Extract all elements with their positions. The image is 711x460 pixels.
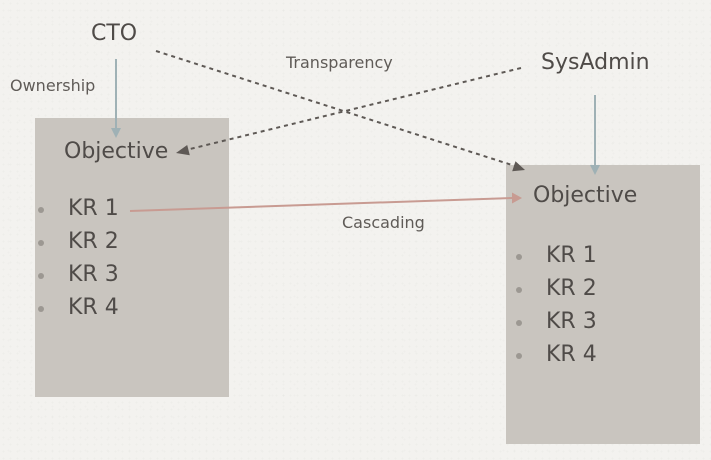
left-kr-label: KR 2	[68, 229, 119, 254]
bullet-icon	[38, 306, 44, 312]
sysadmin-transparency-arrowhead	[176, 145, 190, 156]
left-objective-card: Objective KR 1 KR 2 KR 3 KR 4	[35, 118, 229, 397]
cascading-label: Cascading	[342, 213, 425, 232]
bullet-icon	[516, 254, 522, 260]
transparency-label: Transparency	[286, 53, 393, 72]
bullet-icon	[38, 240, 44, 246]
bullet-icon	[516, 287, 522, 293]
cascading-arrowhead	[512, 192, 522, 204]
right-objective-title: Objective	[533, 183, 638, 208]
right-kr-label: KR 3	[546, 309, 597, 334]
left-kr-label: KR 1	[68, 196, 119, 221]
left-kr-label: KR 4	[68, 295, 119, 320]
right-kr-label: KR 4	[546, 342, 597, 367]
bullet-icon	[516, 353, 522, 359]
sysadmin-transparency-arrow	[185, 67, 522, 151]
left-kr-label: KR 3	[68, 262, 119, 287]
cto-ownership-arrowhead	[111, 128, 121, 138]
bullet-icon	[516, 320, 522, 326]
sysadmin-ownership-arrowhead	[590, 165, 600, 175]
right-kr-label: KR 2	[546, 276, 597, 301]
right-objective-card: Objective KR 1 KR 2 KR 3 KR 4	[506, 165, 700, 444]
cto-transparency-arrowhead	[512, 161, 525, 172]
bullet-icon	[38, 273, 44, 279]
right-kr-label: KR 1	[546, 243, 597, 268]
sysadmin-label: SysAdmin	[541, 50, 650, 75]
cascading-arrow	[129, 197, 513, 212]
left-objective-title: Objective	[64, 139, 169, 164]
cto-label: CTO	[91, 21, 138, 46]
cto-transparency-arrow	[155, 50, 516, 167]
ownership-label: Ownership	[10, 76, 96, 95]
bullet-icon	[38, 207, 44, 213]
